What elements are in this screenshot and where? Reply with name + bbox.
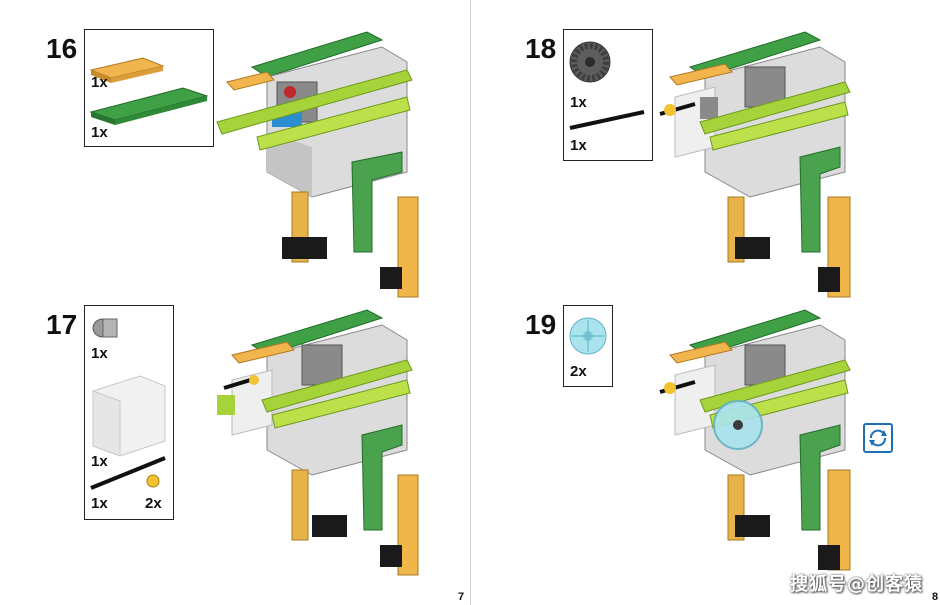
watermark: 搜狐号@创客猿: [790, 574, 923, 595]
axle-part: [90, 456, 166, 490]
transparent-brick-part: [92, 375, 166, 457]
page-number: 7: [458, 591, 465, 603]
step-number: 19: [525, 309, 557, 340]
rotate-model-indicator: [863, 423, 893, 453]
rotate-icon: [869, 429, 887, 447]
part-quantity: 1x: [570, 94, 587, 111]
model-illustration-step19: [659, 309, 851, 571]
parts-callout: 1x 1x 1x 2x: [84, 305, 174, 520]
part-quantity: 1x: [91, 74, 108, 91]
part-quantity: 1x: [570, 137, 587, 154]
gear-part: [569, 41, 611, 83]
part-quantity: 1x: [91, 453, 108, 470]
step-number: 18: [525, 33, 557, 64]
green-plate-part: [89, 87, 209, 125]
part-quantity: 1x: [91, 495, 108, 512]
step-number: 17: [46, 309, 78, 340]
parts-callout: 1x 1x: [563, 29, 653, 161]
parts-callout: 2x: [563, 305, 613, 387]
part-quantity: 1x: [91, 345, 108, 362]
gray-bush-part: [92, 318, 118, 338]
orange-plate-part: [89, 57, 165, 83]
part-quantity: 2x: [570, 363, 587, 380]
yellow-pin-part: [146, 474, 160, 488]
model-illustration-step16: [216, 31, 419, 298]
page-number: 8: [932, 591, 939, 603]
page-divider: [470, 0, 471, 605]
step-number: 16: [46, 33, 78, 64]
transparent-pulley-part: [569, 317, 607, 355]
parts-callout: 1x 1x: [84, 29, 214, 147]
part-quantity: 1x: [91, 124, 108, 141]
model-illustration-step17: [217, 309, 419, 576]
axle-part: [569, 110, 645, 130]
model-illustration-step18: [659, 31, 851, 298]
part-quantity: 2x: [145, 495, 162, 512]
